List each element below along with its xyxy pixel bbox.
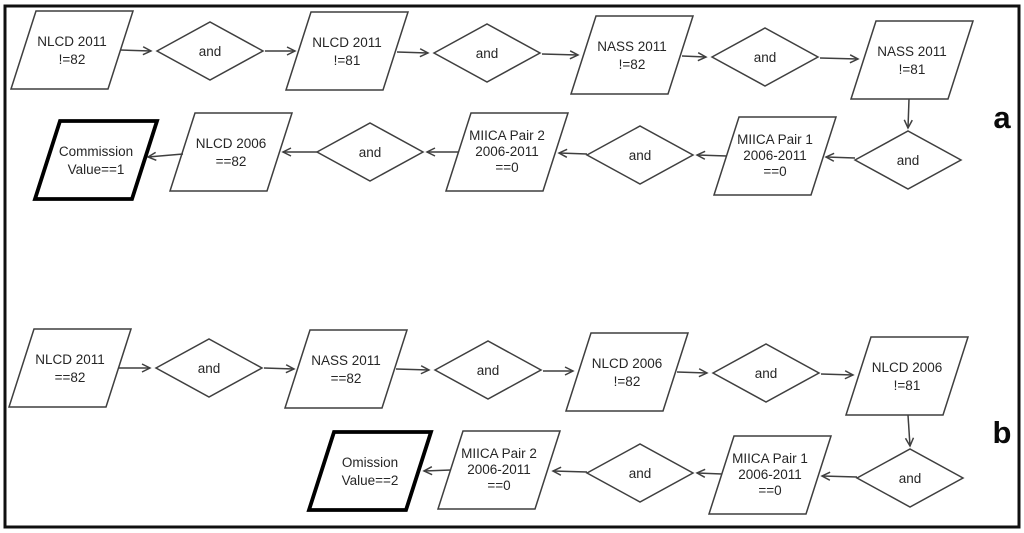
node-nass2011-eq82: NASS 2011 ==82 bbox=[283, 329, 409, 409]
node-label-line: !=81 bbox=[894, 378, 921, 393]
node-label-line: !=82 bbox=[614, 374, 641, 389]
section-a: NLCD 2011 !=82 and NLCD 2011 !=81 and NA… bbox=[9, 10, 1011, 201]
node-nlcd2011-ne82: NLCD 2011 !=82 bbox=[9, 10, 135, 90]
node-label-line: ==82 bbox=[55, 370, 86, 385]
node-miica-pair1: MIICA Pair 1 2006-2011 ==0 bbox=[707, 435, 833, 515]
node-label-line: and bbox=[755, 366, 778, 381]
flow-arrow bbox=[695, 468, 723, 478]
and-decision: and bbox=[315, 122, 425, 182]
and-decision: and bbox=[154, 338, 264, 398]
node-miica-pair2: MIICA Pair 2 2006-2011 ==0 bbox=[436, 430, 562, 510]
node-nass2011-ne82: NASS 2011 !=82 bbox=[569, 15, 695, 95]
and-decision: and bbox=[585, 443, 695, 503]
flow-arrow bbox=[396, 48, 430, 58]
flow-arrow bbox=[146, 151, 184, 161]
node-nass2011-ne81: NASS 2011 !=81 bbox=[849, 20, 975, 100]
node-label-line: and bbox=[198, 361, 221, 376]
node-label-line: MIICA Pair 2 bbox=[461, 446, 537, 461]
flow-arrow bbox=[676, 368, 709, 378]
and-decision: and bbox=[432, 23, 542, 83]
node-label-line: !=81 bbox=[899, 62, 926, 77]
node-label-line: and bbox=[359, 145, 382, 160]
flow-arrow bbox=[819, 54, 860, 64]
node-commission-result: Commission Value==1 bbox=[32, 119, 160, 201]
node-label-line: MIICA Pair 2 bbox=[469, 128, 545, 143]
flow-arrow bbox=[820, 370, 855, 380]
and-decision: and bbox=[585, 125, 695, 185]
flow-arrow bbox=[263, 364, 296, 374]
node-miica-pair2: MIICA Pair 2 2006-2011 ==0 bbox=[444, 112, 570, 192]
flow-arrow bbox=[904, 414, 915, 448]
node-omission-result: Omission Value==2 bbox=[306, 430, 434, 512]
node-label-line: 2006-2011 bbox=[475, 144, 539, 159]
node-label-line: NLCD 2011 bbox=[312, 35, 382, 50]
node-label-line: and bbox=[476, 46, 499, 61]
and-decision: and bbox=[155, 21, 265, 81]
node-label-line: ==0 bbox=[487, 478, 510, 493]
flow-arrow bbox=[557, 148, 588, 158]
flow-arrow bbox=[820, 471, 858, 481]
figure-border bbox=[3, 4, 1021, 529]
flow-arrow bbox=[541, 50, 580, 60]
flow-arrow bbox=[695, 150, 728, 160]
flow-arrow bbox=[824, 152, 856, 162]
node-label-line: Value==1 bbox=[68, 162, 125, 177]
flow-arrow bbox=[681, 52, 708, 62]
flow-arrow bbox=[551, 466, 588, 476]
node-label-line: and bbox=[899, 471, 922, 486]
node-label-line: and bbox=[754, 50, 777, 65]
node-label-line: Omission bbox=[342, 455, 398, 470]
and-decision: and bbox=[853, 130, 963, 190]
and-decision: and bbox=[855, 448, 965, 508]
node-label-line: NLCD 2011 bbox=[37, 34, 107, 49]
node-nlcd2011-ne81: NLCD 2011 !=81 bbox=[284, 11, 410, 91]
section-b-label: b bbox=[993, 415, 1012, 450]
node-miica-pair1: MIICA Pair 1 2006-2011 ==0 bbox=[712, 116, 838, 196]
and-decision: and bbox=[433, 340, 543, 400]
flow-arrow bbox=[903, 98, 913, 130]
node-label-line: !=82 bbox=[59, 52, 86, 67]
node-label-line: NASS 2011 bbox=[597, 39, 667, 54]
node-nlcd2006-ne82: NLCD 2006 !=82 bbox=[564, 332, 690, 412]
node-label-line: and bbox=[897, 153, 920, 168]
node-label-line: !=81 bbox=[334, 53, 361, 68]
node-label-line: !=82 bbox=[619, 57, 646, 72]
flow-arrow bbox=[395, 365, 431, 375]
node-label-line: and bbox=[199, 44, 222, 59]
node-label-line: MIICA Pair 1 bbox=[737, 132, 813, 147]
node-label-line: NASS 2011 bbox=[877, 44, 947, 59]
node-label-line: NASS 2011 bbox=[311, 353, 381, 368]
node-label-line: 2006-2011 bbox=[743, 148, 807, 163]
node-label-line: NLCD 2006 bbox=[196, 136, 267, 151]
node-label-line: Commission bbox=[59, 144, 133, 159]
node-label-line: ==0 bbox=[495, 160, 518, 175]
node-nlcd2006-eq82: NLCD 2006 ==82 bbox=[168, 112, 294, 192]
node-label-line: and bbox=[477, 363, 500, 378]
node-label-line: Value==2 bbox=[342, 473, 399, 488]
node-label-line: ==82 bbox=[216, 154, 247, 169]
section-a-label: a bbox=[993, 100, 1011, 135]
and-decision: and bbox=[710, 27, 820, 87]
node-label-line: 2006-2011 bbox=[738, 467, 802, 482]
flow-arrow bbox=[119, 46, 153, 56]
node-label-line: NLCD 2006 bbox=[592, 356, 663, 371]
section-b: NLCD 2011 ==82 and NASS 2011 ==82 and NL… bbox=[7, 328, 1012, 515]
node-label-line: and bbox=[629, 148, 652, 163]
node-label-line: MIICA Pair 1 bbox=[732, 451, 808, 466]
node-nlcd2011-eq82: NLCD 2011 ==82 bbox=[7, 328, 133, 408]
node-label-line: ==0 bbox=[763, 164, 786, 179]
node-label-line: NLCD 2006 bbox=[872, 360, 943, 375]
node-label-line: NLCD 2011 bbox=[35, 352, 105, 367]
node-nlcd2006-ne81: NLCD 2006 !=81 bbox=[844, 336, 970, 416]
node-label-line: and bbox=[629, 466, 652, 481]
flow-arrow bbox=[422, 466, 452, 476]
node-label-line: 2006-2011 bbox=[467, 462, 531, 477]
node-label-line: ==82 bbox=[331, 371, 362, 386]
node-label-line: ==0 bbox=[758, 483, 781, 498]
and-decision: and bbox=[711, 343, 821, 403]
